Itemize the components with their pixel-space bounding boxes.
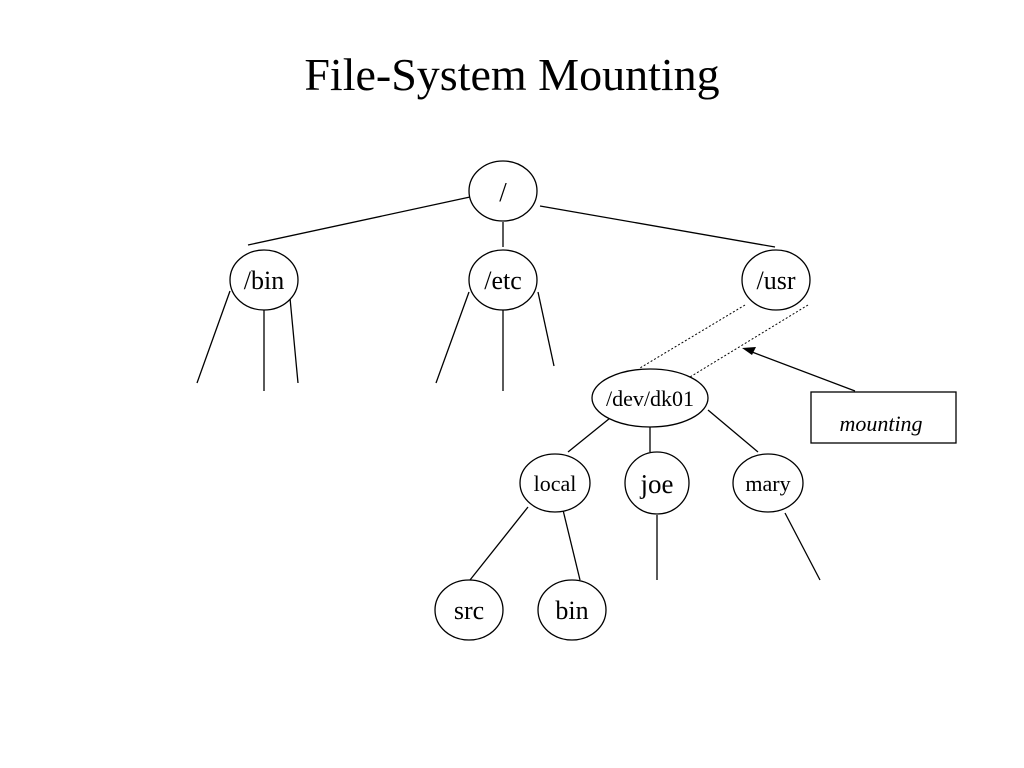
node-src [434,579,504,641]
mounting-box [810,391,957,444]
label-src: src [454,596,484,625]
node-usr [741,249,811,311]
edge-dev-mary [707,409,759,453]
label-bin2: bin [555,596,588,625]
edge-etc-stub-1 [435,291,470,384]
node-root [468,160,538,222]
edge-root-bin [247,196,471,246]
mounting-arrow-line [751,351,856,392]
node-dev [591,368,709,428]
edge-root-usr [539,205,776,248]
node-mary [732,453,804,513]
node-local [519,453,591,513]
mount-link-right [689,304,809,378]
label-mary: mary [745,471,790,496]
node-bin [229,249,299,311]
label-bin: /bin [244,266,284,295]
mount-link-left [639,304,746,369]
label-dev: /dev/dk01 [606,386,694,411]
edge-etc-stub-3 [537,291,555,367]
node-etc [468,249,538,311]
label-usr: /usr [757,266,796,295]
edge-local-src [469,506,529,581]
edge-local-bin [562,509,581,581]
node-bin2 [537,579,607,641]
mounting-label: mounting [839,411,922,436]
mounting-arrowhead [742,347,756,355]
label-joe: joe [640,469,674,499]
edge-bin-stub-1 [196,290,231,384]
label-etc: /etc [484,266,522,295]
edge-mary-stub [784,512,821,581]
node-joe [624,451,690,515]
label-root: / [499,177,507,207]
label-local: local [534,471,577,496]
edge-bin-stub-3 [289,297,299,384]
slide-title: File-System Mounting [304,49,720,100]
